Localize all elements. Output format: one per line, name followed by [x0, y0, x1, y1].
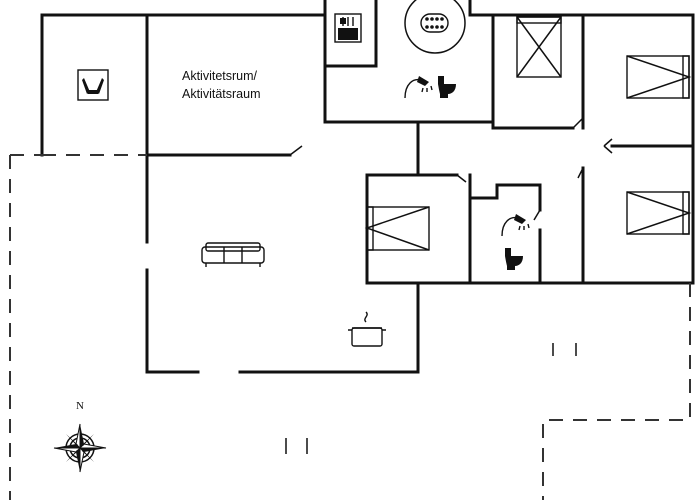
sofa-icon	[201, 242, 265, 267]
toilet-icon-bath2	[505, 248, 523, 270]
whirlpool-icon	[404, 0, 466, 54]
walls	[40, 0, 695, 374]
compass-rose-icon	[53, 423, 107, 473]
bed-icon-lower-right	[626, 191, 692, 235]
bed-icon-lower-middle	[364, 206, 430, 251]
shower-icon-bath2	[501, 214, 530, 237]
bed-icon-upper-right	[626, 55, 692, 99]
sauna-heater-icon	[334, 13, 362, 43]
cooking-pot-icon	[348, 311, 386, 347]
bed-icon-upper-middle	[516, 16, 562, 78]
activity-room-label-line1: Aktivitetsrum/	[182, 69, 258, 83]
compass-north-label: N	[76, 400, 84, 412]
toilet-icon	[438, 76, 456, 98]
shower-icon	[404, 76, 433, 99]
activity-room-label-line2: Aktivitätsraum	[182, 87, 261, 101]
terrace-outline	[9, 154, 691, 500]
sauna-icon	[77, 69, 109, 101]
